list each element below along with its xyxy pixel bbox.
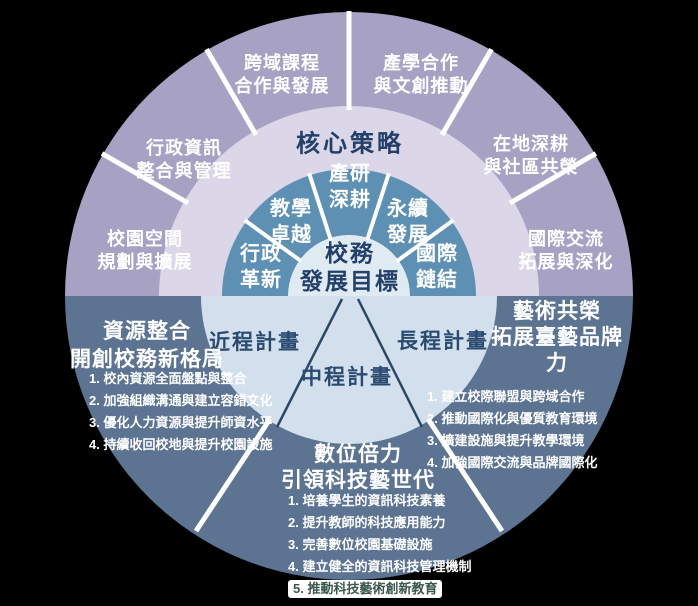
list-item: 4. 加強國際交流與品牌國際化 [427, 455, 598, 470]
quadrant-list-digital: 1. 培養學生的資訊科技素養 2. 提升教師的科技應用能力 3. 完善數位校園基… [288, 490, 471, 598]
quadrant-title-resource: 資源整合 開創校務新格局 [70, 320, 224, 371]
list-item-highlighted: 5. 推動科技藝術創新教育 [288, 580, 443, 598]
strategy-divider [365, 172, 391, 241]
list-item: 2. 提升教師的科技應用能力 [288, 515, 446, 530]
outer-divider [204, 47, 259, 137]
plan-divider-right [356, 298, 424, 428]
outer-divider [439, 47, 494, 137]
list-item: 4. 持續收回校地與提升校園設施 [89, 437, 273, 452]
quadrant-separator-left [193, 417, 273, 533]
list-item: 3. 擴建設施與提升教學環境 [427, 433, 585, 448]
list-item: 2. 推動國際化與優質教育環境 [427, 411, 598, 426]
strategy-label-teaching: 教學 卓越 [270, 198, 312, 246]
outer-segment-label-intl-exchange: 國際交流 拓展與深化 [518, 229, 614, 272]
strategy-divider [307, 172, 333, 241]
center-circle [288, 235, 410, 296]
core-strategy-label: 核心策略 [296, 130, 404, 158]
list-item: 3. 優化人力資源與提升師資水平 [89, 415, 273, 430]
plans-area [201, 296, 497, 444]
list-item: 1. 培養學生的資訊科技素養 [288, 493, 446, 508]
list-item: 1. 校內資源全面盤點與整合 [89, 371, 247, 386]
plan-divider-left [275, 298, 344, 428]
strategy-label-research: 產研 深耕 [329, 163, 371, 211]
strategy-divider [243, 218, 303, 263]
outer-segment-label-local-community: 在地深耕 與社區共榮 [483, 134, 579, 177]
plan-label-near: 近程計畫 [209, 331, 301, 354]
list-item: 4. 建立健全的資訊科技管理機制 [288, 559, 472, 574]
outer-segment-label-cross-domain: 跨域課程 合作與發展 [234, 53, 330, 96]
plan-label-long: 長程計畫 [397, 330, 489, 353]
center-goal-label: 校務 發展目標 [300, 240, 400, 294]
quadrant-title-art: 藝術共榮 拓展臺藝品牌力 [491, 300, 623, 375]
quadrant-list-resource: 1. 校內資源全面盤點與整合 2. 加強組織溝通與建立容錯文化 3. 優化人力資… [89, 368, 272, 456]
strategy-ring [222, 169, 476, 296]
strategy-label-intl-link: 國際 鏈結 [416, 243, 458, 291]
strategy-label-admin-reform: 行政 革新 [240, 243, 282, 291]
list-item: 3. 完善數位校園基礎設施 [288, 537, 433, 552]
quadrant-separator-right [425, 417, 505, 533]
outer-segment-label-admin-info: 行政資訊 整合與管理 [136, 138, 232, 181]
list-item: 2. 加強組織溝通與建立容錯文化 [89, 393, 273, 408]
outer-divider [100, 151, 190, 206]
strategy-label-sustainability: 永續 發展 [387, 198, 429, 246]
list-item: 1. 建立校際聯盟與跨域合作 [427, 389, 585, 404]
outer-segment-label-industry-coop: 產學合作 與文創推動 [373, 53, 469, 96]
outer-divider [508, 151, 598, 206]
strategy-divider [395, 218, 455, 263]
plan-label-mid: 中程計畫 [301, 366, 393, 389]
outer-segment-label-campus-space: 校園空間 規劃與擴展 [97, 229, 193, 272]
quadrant-title-digital: 數位倍力 引領科技藝世代 [281, 443, 435, 492]
quadrant-list-art: 1. 建立校際聯盟與跨域合作 2. 推動國際化與優質教育環境 3. 擴建設施與提… [427, 386, 597, 474]
